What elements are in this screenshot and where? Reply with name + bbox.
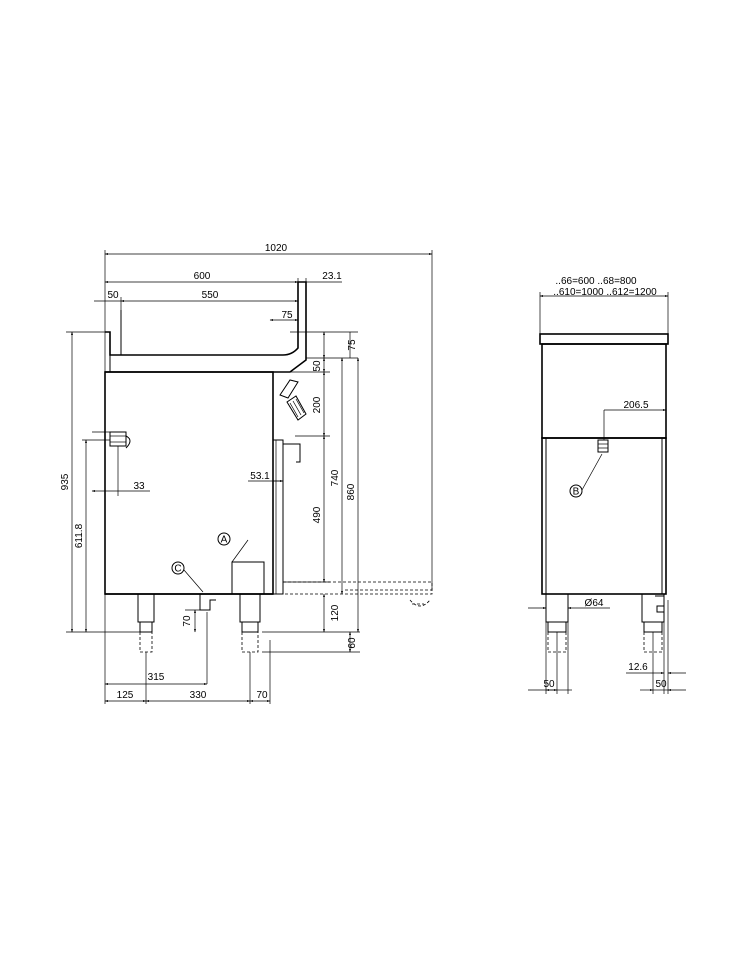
dim-490: 490: [312, 506, 323, 523]
dim-23-1: 23.1: [322, 271, 342, 282]
dim-70-vertical: 70: [182, 615, 193, 627]
side-view: A C: [60, 243, 433, 704]
widths-line-1: ..66=600 ..68=800: [555, 276, 637, 287]
bottom-dimensions: [104, 609, 271, 704]
dim-50-front-left: 50: [543, 679, 555, 690]
front-view: B: [528, 276, 686, 694]
marker-c: C: [171, 561, 204, 593]
dim-550: 550: [202, 290, 219, 301]
dim-12-6: 12.6: [628, 662, 648, 673]
marker-a-label: A: [221, 535, 228, 546]
front-body: [539, 333, 669, 595]
dim-50-front-right: 50: [655, 679, 667, 690]
dim-206-5: 206.5: [623, 400, 648, 411]
widths-line-2: ..610=1000 ..612=1200: [553, 287, 657, 298]
dim-120: 120: [330, 604, 341, 621]
dim-70-bottom: 70: [256, 690, 268, 701]
dim-330: 330: [190, 690, 207, 701]
component-box-a: [231, 539, 265, 595]
feet: [137, 593, 261, 653]
marker-b: B: [569, 484, 583, 498]
appliance-body: [104, 281, 433, 607]
right-vertical-dimensions: [262, 331, 360, 653]
dim-1020: 1020: [265, 243, 288, 254]
dim-935: 935: [60, 473, 71, 490]
marker-b-label: B: [573, 487, 580, 498]
front-gas-connector: [581, 408, 667, 491]
dim-75-top: 75: [347, 339, 358, 351]
dim-50-right: 50: [312, 360, 323, 372]
left-vertical-dimensions: [66, 331, 284, 633]
dim-50-top: 50: [107, 290, 119, 301]
marker-a: A: [217, 532, 231, 546]
dim-860: 860: [346, 483, 357, 500]
dim-200: 200: [312, 396, 323, 413]
dim-75-flue: 75: [281, 310, 293, 321]
dim-53-1: 53.1: [250, 471, 270, 482]
dim-315: 315: [148, 672, 165, 683]
dim-125: 125: [117, 690, 134, 701]
front-dimensions: [528, 600, 686, 694]
dim-600: 600: [194, 271, 211, 282]
dim-diameter-64: Ø64: [585, 598, 604, 609]
marker-c-label: C: [174, 564, 181, 575]
front-feet: [545, 593, 665, 653]
dim-740: 740: [330, 469, 341, 486]
dim-60: 60: [347, 637, 358, 649]
dim-33: 33: [133, 481, 145, 492]
dim-611-8: 611.8: [74, 523, 85, 548]
